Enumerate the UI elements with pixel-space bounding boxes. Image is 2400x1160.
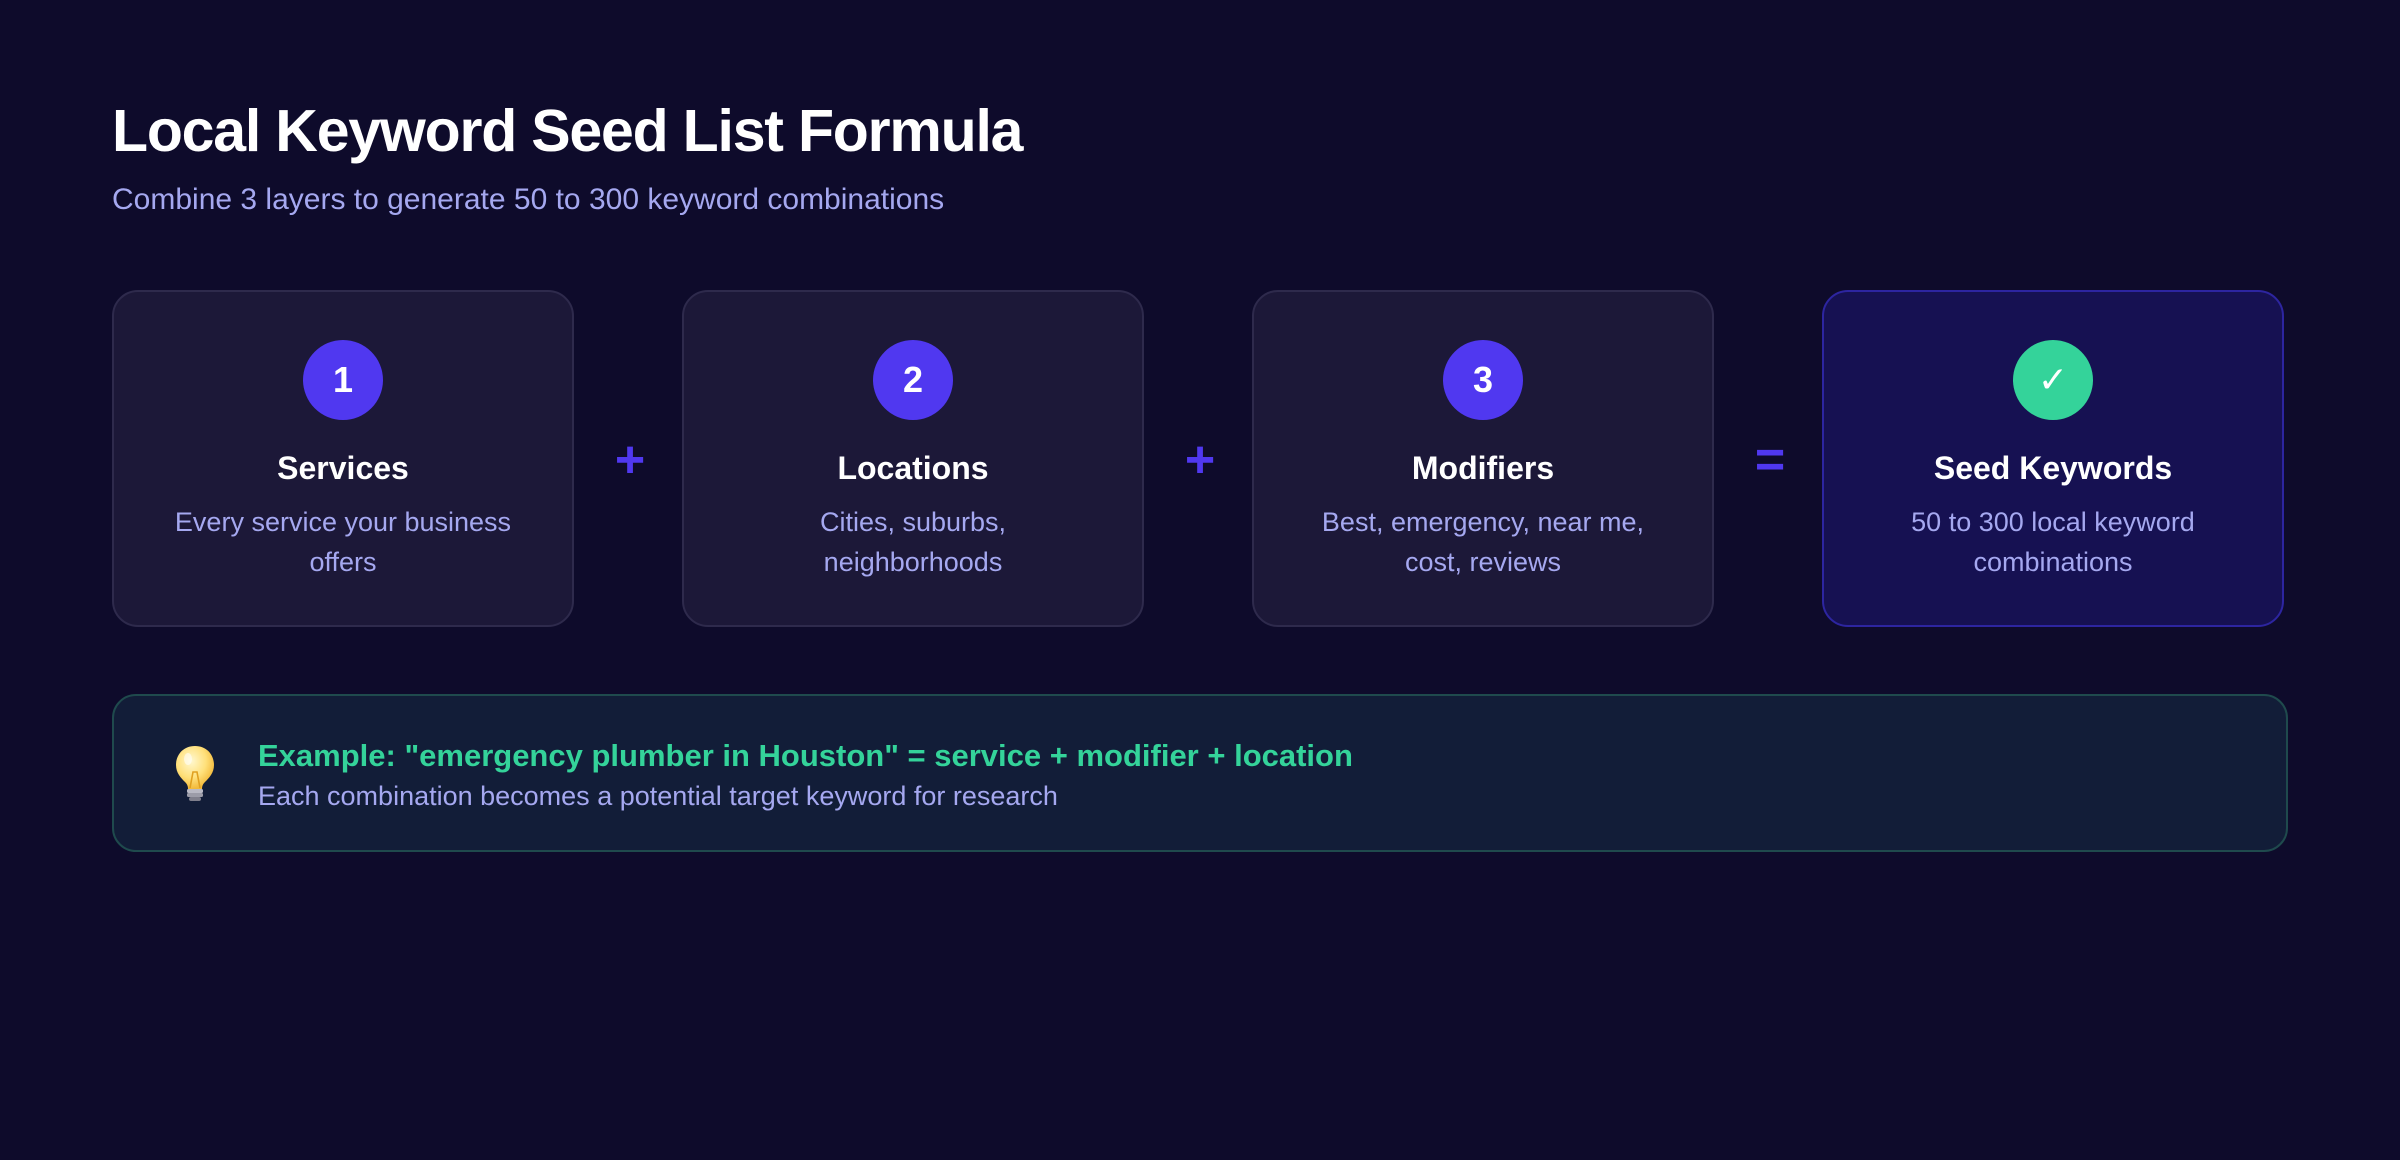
- result-card-seed-keywords: ✓ Seed Keywords 50 to 300 local keyword …: [1822, 290, 2284, 627]
- example-title: Example: "emergency plumber in Houston" …: [258, 738, 1353, 773]
- equals-operator: =: [1754, 431, 1786, 489]
- page-title: Local Keyword Seed List Formula: [112, 98, 1023, 164]
- plus-operator: +: [1184, 431, 1216, 489]
- result-title: Seed Keywords: [1933, 450, 2173, 486]
- layer-description: Every service your business offers: [174, 507, 512, 577]
- formula-diagram: Local Keyword Seed List Formula Combine …: [112, 0, 2288, 1160]
- layer-description: Best, emergency, near me, cost, reviews: [1321, 507, 1645, 577]
- result-description: 50 to 300 local keyword combinations: [1911, 507, 2195, 577]
- layer-title: Locations: [837, 450, 989, 486]
- step-badge-3: 3: [1443, 340, 1523, 420]
- formula-row: 1 Services Every service your business o…: [112, 290, 2288, 629]
- example-subtitle: Each combination becomes a potential tar…: [258, 781, 1058, 811]
- plus-operator: +: [614, 431, 646, 489]
- layer-description: Cities, suburbs, neighborhoods: [819, 507, 1007, 577]
- lightbulb-icon: [176, 746, 214, 801]
- layer-card-modifiers: 3 Modifiers Best, emergency, near me, co…: [1252, 290, 1714, 627]
- layer-title: Services: [277, 450, 409, 486]
- layer-title: Modifiers: [1411, 450, 1555, 486]
- layer-card-services: 1 Services Every service your business o…: [112, 290, 574, 627]
- page-subtitle: Combine 3 layers to generate 50 to 300 k…: [112, 183, 945, 216]
- step-badge-1: 1: [303, 340, 383, 420]
- checkmark-icon: ✓: [2013, 340, 2093, 420]
- step-badge-2: 2: [873, 340, 953, 420]
- layer-card-locations: 2 Locations Cities, suburbs, neighborhoo…: [682, 290, 1144, 627]
- example-callout: Example: "emergency plumber in Houston" …: [112, 694, 2288, 852]
